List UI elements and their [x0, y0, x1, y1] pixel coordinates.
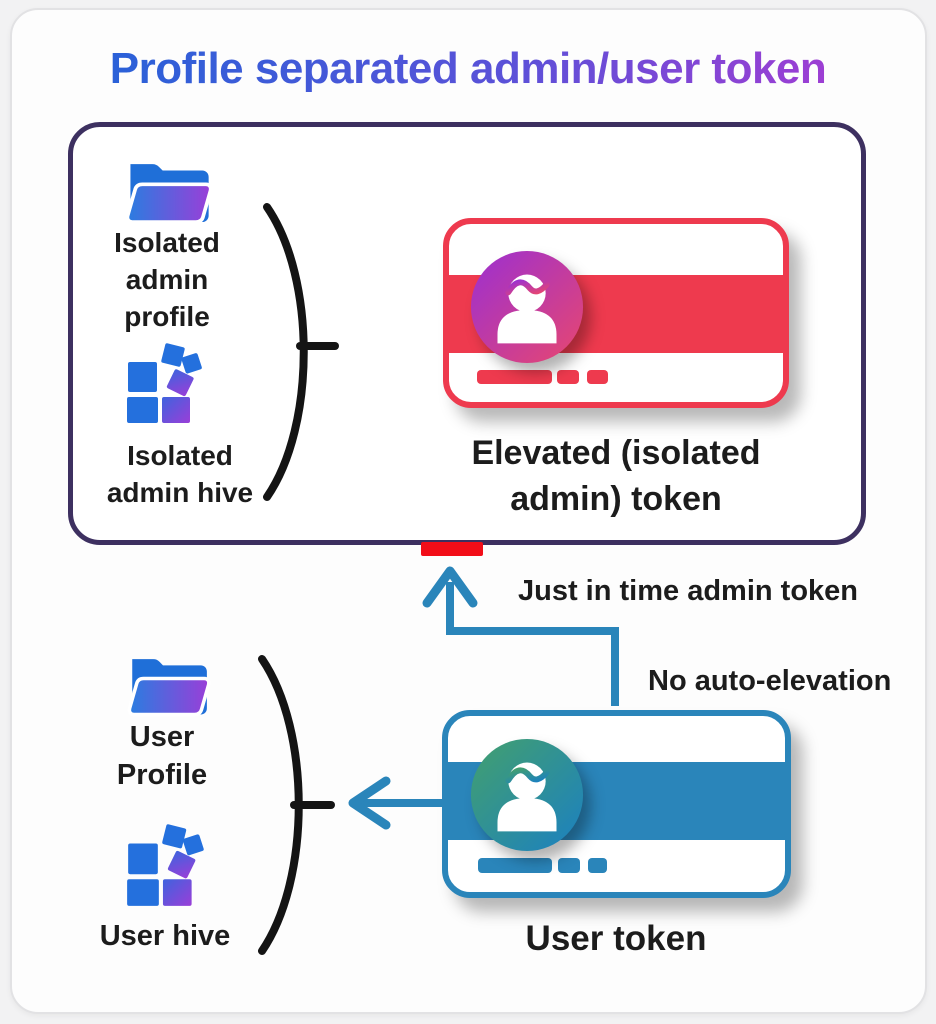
folder-icon: [125, 164, 213, 224]
user-token-card: [442, 710, 791, 898]
elevated-admin-token-card: [443, 218, 789, 408]
jit-admin-token-label: Just in time admin token: [518, 575, 858, 607]
admin-card-dash: [557, 370, 579, 384]
user-card-dash: [478, 858, 552, 873]
user-card-dash: [588, 858, 607, 873]
isolated-admin-container: Isolated admin profile Isolated admin hi…: [68, 122, 866, 545]
isolated-admin-hive-label: Isolated admin hive: [106, 440, 254, 508]
no-auto-elevation-label: No auto-elevation: [648, 665, 892, 697]
registry-hive-icon: [127, 343, 202, 423]
user-avatar-icon: [470, 738, 584, 852]
user-card-dash: [558, 858, 580, 873]
user-token-caption: User token: [525, 919, 707, 958]
user-hive-label: User hive: [99, 920, 231, 952]
isolated-admin-profile-label: Isolated admin profile: [114, 227, 220, 332]
registry-hive-icon: [127, 824, 204, 906]
admin-card-dash: [587, 370, 608, 384]
folder-icon: [127, 659, 211, 717]
user-profile-label: User Profile: [116, 721, 208, 791]
page-title: Profile separated admin/user token: [40, 44, 896, 94]
elevated-token-caption: Elevated (isolated admin) token: [471, 434, 761, 518]
admin-avatar-icon: [470, 250, 584, 364]
admin-card-dash: [477, 370, 552, 384]
